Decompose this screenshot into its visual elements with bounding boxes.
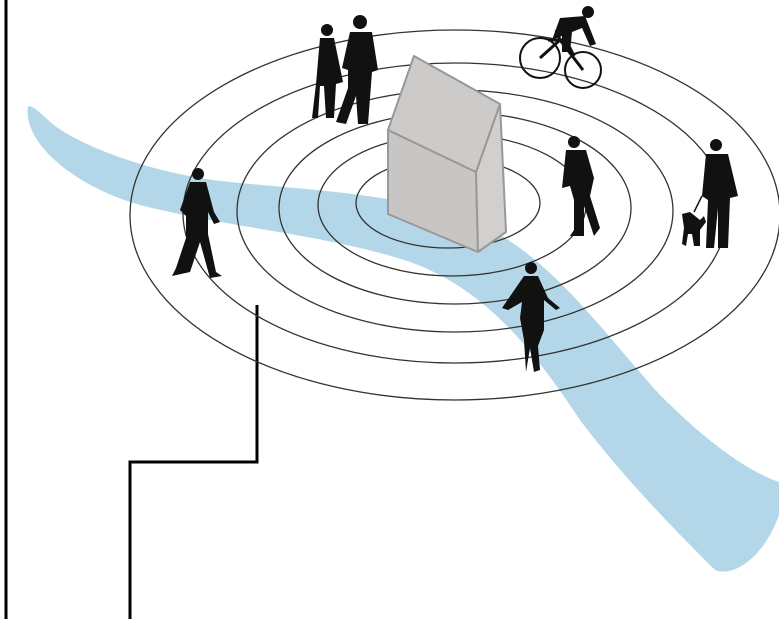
people-silhouettes bbox=[172, 6, 738, 372]
ring-6 bbox=[129, 29, 779, 401]
step-line bbox=[128, 305, 259, 619]
river bbox=[27, 106, 779, 572]
walking-man-icon bbox=[172, 168, 222, 278]
couple-icon bbox=[312, 15, 378, 124]
building-roof bbox=[387, 55, 501, 173]
walking-person-icon bbox=[562, 136, 600, 236]
central-building bbox=[387, 55, 507, 253]
dog-walker-icon bbox=[682, 139, 738, 248]
cyclist-icon bbox=[519, 6, 602, 89]
woman-icon bbox=[502, 262, 560, 372]
